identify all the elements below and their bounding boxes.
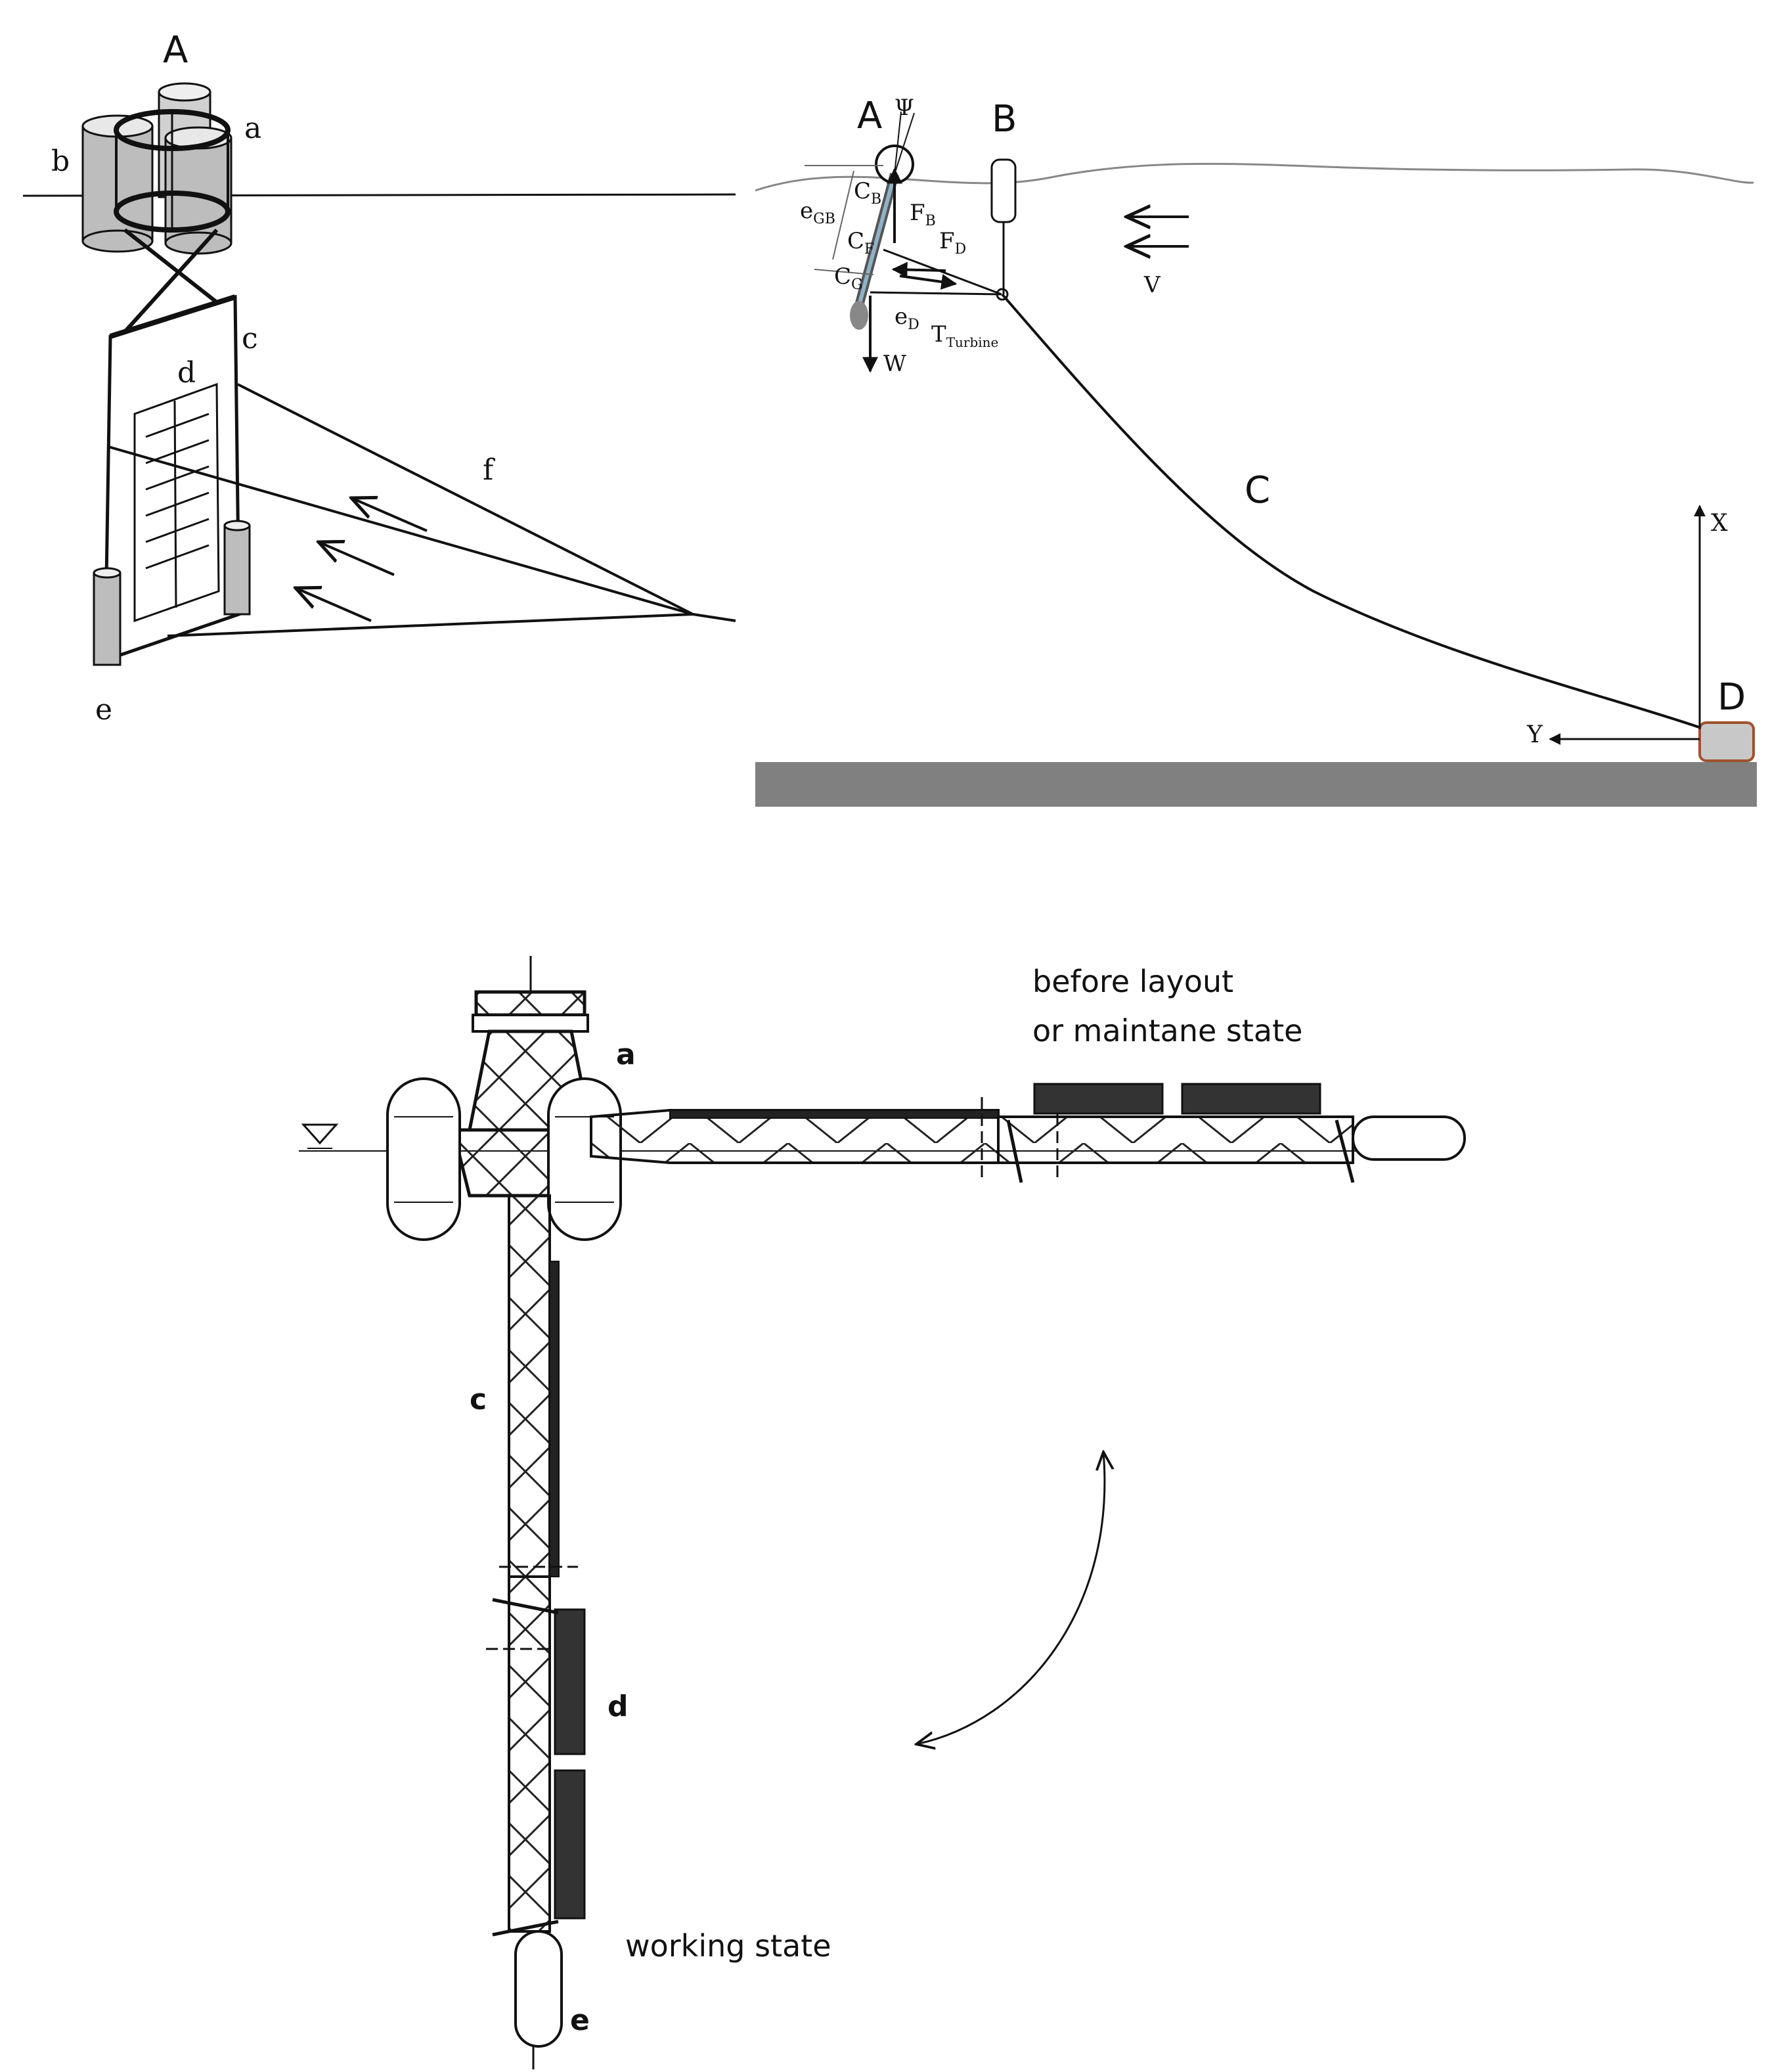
label-e-panel-a: e [95, 693, 112, 727]
mooring-cable-C [1001, 293, 1702, 729]
rotation-arc-arrow [916, 1452, 1105, 1744]
water-surface-b [755, 162, 1754, 192]
turbine-body-A [850, 111, 915, 330]
label-A-panel-a: A [163, 29, 188, 72]
working-state-caption: working state [625, 1928, 831, 1964]
vertical-column [486, 1194, 586, 2069]
label-a-panel-a: a [244, 112, 261, 145]
dimension-lines-b [805, 165, 883, 275]
anchor-D [1698, 721, 1755, 762]
label-c-panel-a: c [242, 322, 258, 355]
label-B-panel-b: B [992, 98, 1017, 141]
before-layout-caption-line2: or maintane state [1032, 1013, 1302, 1048]
tether-lines-b [870, 248, 1009, 301]
label-C-panel-b: C [1245, 469, 1270, 512]
label-c-panel-c: c [470, 1383, 487, 1416]
lower-cylinders-a [93, 520, 251, 666]
label-W: W [883, 351, 906, 377]
label-CB: CB [854, 178, 881, 208]
label-psi: Ψ [895, 95, 914, 121]
label-T-turbine: TTurbine [931, 321, 998, 350]
label-a-panel-c: a [616, 1038, 636, 1071]
label-FD: FD [939, 228, 966, 258]
label-CF: CF [847, 228, 874, 258]
panel-a-perspective: A a b c d e f [22, 29, 736, 727]
current-arrows-a [296, 498, 428, 622]
before-layout-caption-line1: before layout [1032, 964, 1233, 999]
label-e-panel-c: e [570, 2004, 590, 2037]
buoy-group-a [81, 82, 232, 255]
mooring-lines-a [108, 383, 736, 637]
label-d-panel-c: d [608, 1690, 629, 1723]
current-arrows-b [1126, 217, 1189, 246]
label-CG: CG [834, 263, 863, 293]
label-D-panel-b: D [1717, 676, 1746, 719]
net-frame-a [103, 294, 241, 663]
label-A-panel-b: A [857, 95, 882, 137]
label-eD: eD [895, 304, 919, 333]
horizontal-boom [590, 1083, 1466, 1183]
label-f-panel-a: f [483, 453, 495, 487]
force-vectors-b [862, 168, 958, 373]
buoy-B [990, 158, 1017, 223]
water-level-symbol [301, 1123, 339, 1145]
label-V: V [1143, 272, 1161, 298]
seabed [755, 762, 1757, 807]
panel-b-force-diagram: A Ψ B C D CB CF CG eGB eD FB FD TTurbine… [755, 95, 1757, 807]
label-eGB: eGB [800, 198, 835, 227]
label-X-axis: X [1711, 510, 1728, 537]
panel-c-engineering-drawing: a c d e before layout or maintane state … [299, 956, 1466, 2069]
label-FB: FB [910, 200, 936, 229]
label-d-panel-a: d [177, 356, 196, 390]
label-b-panel-a: b [51, 145, 70, 178]
label-Y-axis: Y [1526, 721, 1543, 748]
